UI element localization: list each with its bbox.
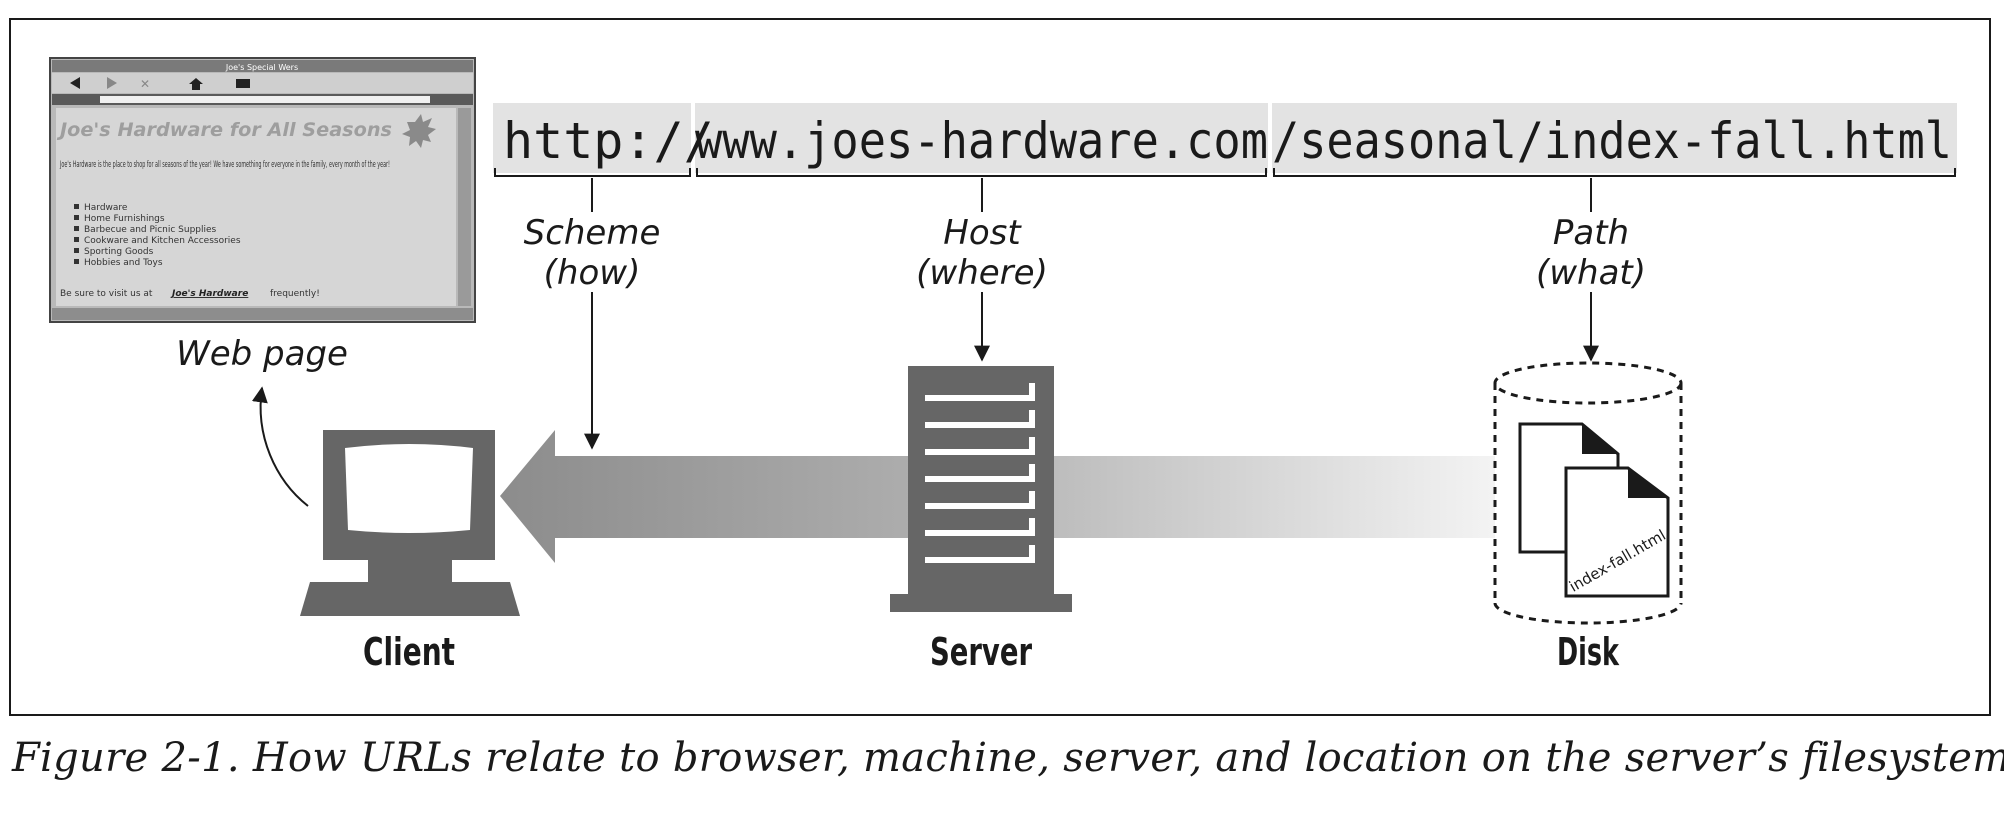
browser-window: Joe's Special Wers ✕ Joe's Hardware for …: [49, 57, 476, 323]
scheme-sub-label: (how): [544, 253, 641, 293]
browser-footer-link: Joe's Hardware: [170, 289, 248, 299]
browser-toolbar: [52, 73, 473, 93]
client-computer-icon: [300, 430, 520, 616]
label-connectors: [591, 178, 1592, 212]
browser-heading: Joe's Hardware for All Seasons: [56, 119, 392, 141]
browser-list-item: Hardware: [84, 203, 128, 213]
disk-label: Disk: [1557, 630, 1619, 674]
browser-list-item: Barbecue and Picnic Supplies: [84, 225, 217, 235]
maple-leaf-icon: [402, 114, 436, 148]
url-host-text: www.joes-hardware.com: [695, 112, 1268, 170]
stop-icon: ✕: [140, 77, 150, 91]
url-scheme-text: http://: [503, 112, 714, 170]
path-sub-label: (what): [1536, 253, 1646, 293]
browser-scrollbar: [458, 108, 471, 306]
figure-caption: Figure 2-1. How URLs relate to browser, …: [12, 735, 2004, 781]
browser-list: Hardware Home Furnishings Barbecue and P…: [74, 203, 241, 268]
server-icon: [890, 366, 1072, 612]
scheme-label: Scheme: [524, 213, 661, 253]
browser-title: Joe's Special Wers: [225, 63, 298, 72]
file-front-icon: [1564, 466, 1670, 598]
browser-list-item: Sporting Goods: [84, 247, 154, 257]
browser-footer-suffix: frequently!: [270, 289, 320, 299]
url-path-text: /seasonal/index-fall.html: [1272, 112, 1952, 170]
browser-list-item: Hobbies and Toys: [84, 258, 163, 268]
browser-intro: Joe's Hardware is the place to shop for …: [59, 160, 390, 170]
print-icon: [236, 79, 250, 88]
url-scheme-box: [493, 103, 691, 173]
host-label: Host: [943, 213, 1022, 253]
url-path-box: [1272, 103, 1957, 173]
browser-content: [56, 108, 456, 306]
client-to-webpage-arrow: [251, 386, 309, 507]
server-label: Server: [930, 630, 1032, 674]
host-sub-label: (where): [916, 253, 1048, 293]
label-arrows: [584, 292, 1599, 450]
browser-list-item: Cookware and Kitchen Accessories: [84, 236, 241, 246]
back-icon: [70, 77, 80, 89]
browser-list-item: Home Furnishings: [84, 214, 165, 224]
address-field: [100, 96, 430, 103]
url-segment-ticks: [494, 168, 1956, 177]
browser-footer-prefix: Be sure to visit us at: [60, 289, 153, 299]
client-label: Client: [363, 630, 455, 674]
path-label: Path: [1553, 213, 1629, 253]
web-page-label: Web page: [176, 334, 348, 374]
forward-icon: [107, 77, 117, 89]
url-host-box: [695, 103, 1268, 173]
home-icon: [189, 78, 203, 90]
figure-frame: [9, 18, 1991, 716]
browser-status-bar: [52, 308, 473, 320]
